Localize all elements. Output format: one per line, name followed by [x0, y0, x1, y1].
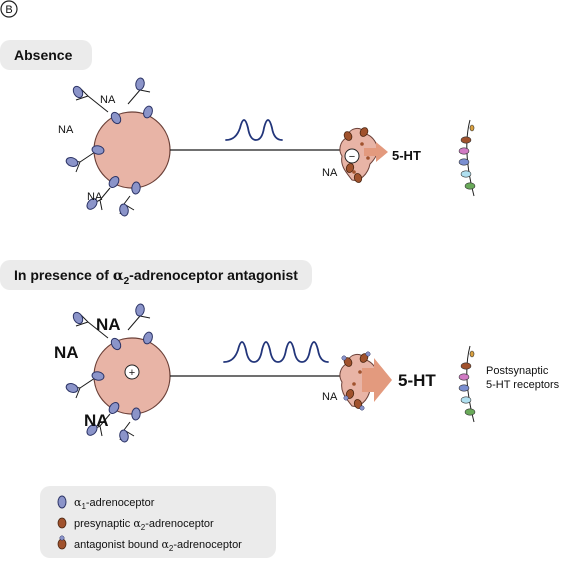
presence-excitation-sign: [124, 364, 140, 380]
presence-terminal-antagonist-bound-receptors: [341, 351, 371, 411]
presence-postsynaptic-receptors: [458, 345, 476, 423]
legend-item1-text: α1-adrenoceptor: [74, 496, 155, 511]
absence-na-left: NA: [58, 124, 74, 136]
presence-header: In presence of α2-adrenoceptor antagonis…: [14, 267, 298, 287]
absence-release-arrow: [364, 142, 388, 162]
alpha2-receptor-icon: [57, 517, 67, 529]
alpha1-receptor-icon: [57, 495, 67, 509]
presence-release-arrow: [362, 358, 392, 402]
presence-na-bottom: NA: [84, 411, 109, 430]
presence-na-left: NA: [54, 343, 79, 362]
presence-action-potentials: [223, 341, 329, 363]
absence-na-terminal: NA: [322, 167, 338, 179]
presence-na-terminal: NA: [322, 391, 338, 403]
absence-action-potentials: [225, 119, 283, 141]
postsynaptic-label-line2: 5-HT receptors: [486, 379, 560, 391]
absence-panel: Absence NA: [0, 40, 476, 218]
absence-na-bottom: NA: [87, 191, 103, 203]
legend-item3-text: antagonist bound α2-adrenoceptor: [74, 538, 242, 553]
postsynaptic-label-line1: Postsynaptic: [486, 365, 549, 377]
legend-item2-text: presynaptic α2-adrenoceptor: [74, 517, 214, 532]
legend-item-alpha1: α1-adrenoceptor: [57, 495, 155, 511]
absence-header-box: [0, 40, 92, 70]
legend: α1-adrenoceptor presynaptic α2-adrenocep…: [40, 486, 276, 558]
absence-header: Absence: [14, 47, 73, 63]
legend-item-alpha2: presynaptic α2-adrenoceptor: [57, 517, 214, 532]
absence-soma: [93, 111, 171, 189]
legend-box: [40, 486, 276, 558]
presence-panel: In presence of α2-adrenoceptor antagonis…: [0, 260, 560, 444]
legend-item-antagonist-bound: antagonist bound α2-adrenoceptor: [57, 535, 242, 553]
panel-label: B: [0, 0, 18, 18]
absence-postsynaptic-receptors: [458, 119, 476, 197]
absence-inhibition-sign: [344, 148, 360, 164]
presence-na-top: NA: [96, 315, 121, 334]
absence-na-top: NA: [100, 94, 116, 106]
presence-header-box: [0, 260, 312, 290]
absence-5ht-label: 5-HT: [392, 148, 421, 163]
absence-sign-text: −: [349, 151, 355, 163]
antagonist-bound-receptor-icon: [57, 538, 67, 550]
panel-label-text: B: [5, 4, 12, 16]
presence-5ht-label: 5-HT: [398, 371, 436, 390]
presence-sign-text: +: [129, 367, 135, 379]
